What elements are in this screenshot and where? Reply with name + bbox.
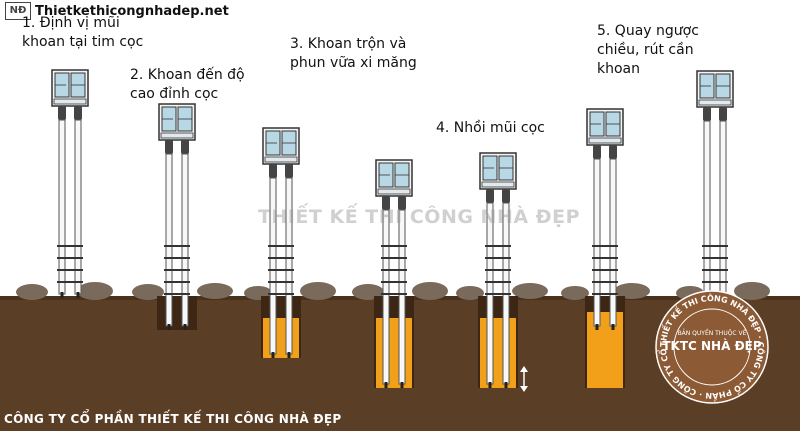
rig-coupler (593, 145, 601, 159)
drill-rod (269, 177, 277, 355)
drill-rod (165, 153, 173, 327)
surface-rock (132, 284, 164, 300)
drill-rod (398, 209, 406, 385)
surface-rock (734, 282, 770, 300)
drill-rod (58, 119, 66, 295)
drill-rig-6 (585, 108, 625, 388)
step-1-label: 1. Định vị mũi khoan tại tim cọc (22, 15, 144, 50)
rig-coupler (502, 189, 510, 203)
seal-ring: THIẾT KẾ THI CÔNG NHÀ ĐẸP · CÔNG TY CỔ P… (652, 280, 769, 404)
drill-rig-7 (696, 70, 734, 298)
rig-coupler (609, 145, 617, 159)
surface-rock (77, 282, 113, 300)
cement-column (376, 318, 412, 388)
surface-rock (561, 286, 589, 300)
rigs-layer (51, 69, 734, 392)
footer-company-name: CÔNG TY CỔ PHẦN THIẾT KẾ THI CÔNG NHÀ ĐẸ… (4, 412, 342, 426)
drill-rod (593, 158, 601, 327)
drill-rig-5 (478, 152, 518, 388)
site-logo: NĐ Thietkethicongnhadep.net (5, 2, 229, 20)
rig-coupler (181, 140, 189, 154)
surface-rock (300, 282, 336, 300)
drill-rod (181, 153, 189, 327)
movement-arrow-head-down (520, 386, 528, 392)
surface-rock (197, 283, 233, 299)
drill-rig-3 (261, 127, 301, 358)
seal-inner-circle (673, 308, 751, 386)
surface-rock (512, 283, 548, 299)
seal-outer-circle (655, 290, 769, 404)
seal-top-line: BẢN QUYỀN THUỘC VỀ (677, 330, 747, 337)
drill-rig-2 (157, 103, 197, 330)
site-name: Thietkethicongnhadep.net (35, 3, 229, 19)
drill-rod (703, 120, 711, 295)
surface-rock (16, 284, 48, 300)
logo-icon: NĐ (5, 2, 31, 20)
rig-coupler (285, 164, 293, 178)
drill-rod (74, 119, 82, 295)
drill-rig-1 (51, 69, 89, 298)
movement-arrow-head-up (520, 366, 528, 372)
drill-rig-4 (374, 159, 414, 388)
rig-coupler (269, 164, 277, 178)
seal-brand: TKTC NHÀ ĐẸP (662, 339, 762, 353)
surface-rock (456, 286, 484, 300)
rig-base-plate (160, 132, 194, 139)
rig-coupler (165, 140, 173, 154)
rig-coupler (703, 107, 711, 121)
step-4-label: 4. Nhồi mũi cọc (436, 120, 545, 136)
copyright-seal: THIẾT KẾ THI CÔNG NHÀ ĐẸP · CÔNG TY CỔ P… (652, 280, 769, 404)
step-5-label: 5. Quay ngược chiều, rút cần khoan (597, 23, 699, 77)
rig-base-plate (377, 188, 411, 195)
rig-coupler (74, 106, 82, 120)
finished-pile (587, 312, 623, 388)
rig-coupler (58, 106, 66, 120)
watermark-text: THIẾT KẾ THI CÔNG NHÀ ĐẸP (258, 206, 581, 228)
drill-rod (719, 120, 727, 295)
rig-base-plate (481, 181, 515, 188)
rig-base-plate (698, 99, 732, 106)
rig-coupler (382, 196, 390, 210)
step-2-label: 2. Khoan đến độ cao đỉnh cọc (130, 67, 245, 102)
rig-coupler (719, 107, 727, 121)
rig-coupler (398, 196, 406, 210)
drill-rod (382, 209, 390, 385)
rig-base-plate (588, 137, 622, 144)
drill-rod (609, 158, 617, 327)
surface-rock (614, 283, 650, 299)
cement-column (263, 318, 299, 358)
surface-rock (412, 282, 448, 300)
rig-base-plate (264, 156, 298, 163)
cement-column (480, 318, 516, 388)
step-3-label: 3. Khoan trộn và phun vữa xi măng (290, 36, 417, 71)
borehole (157, 296, 197, 330)
rig-base-plate (53, 98, 87, 105)
rig-coupler (486, 189, 494, 203)
drill-rod (285, 177, 293, 355)
